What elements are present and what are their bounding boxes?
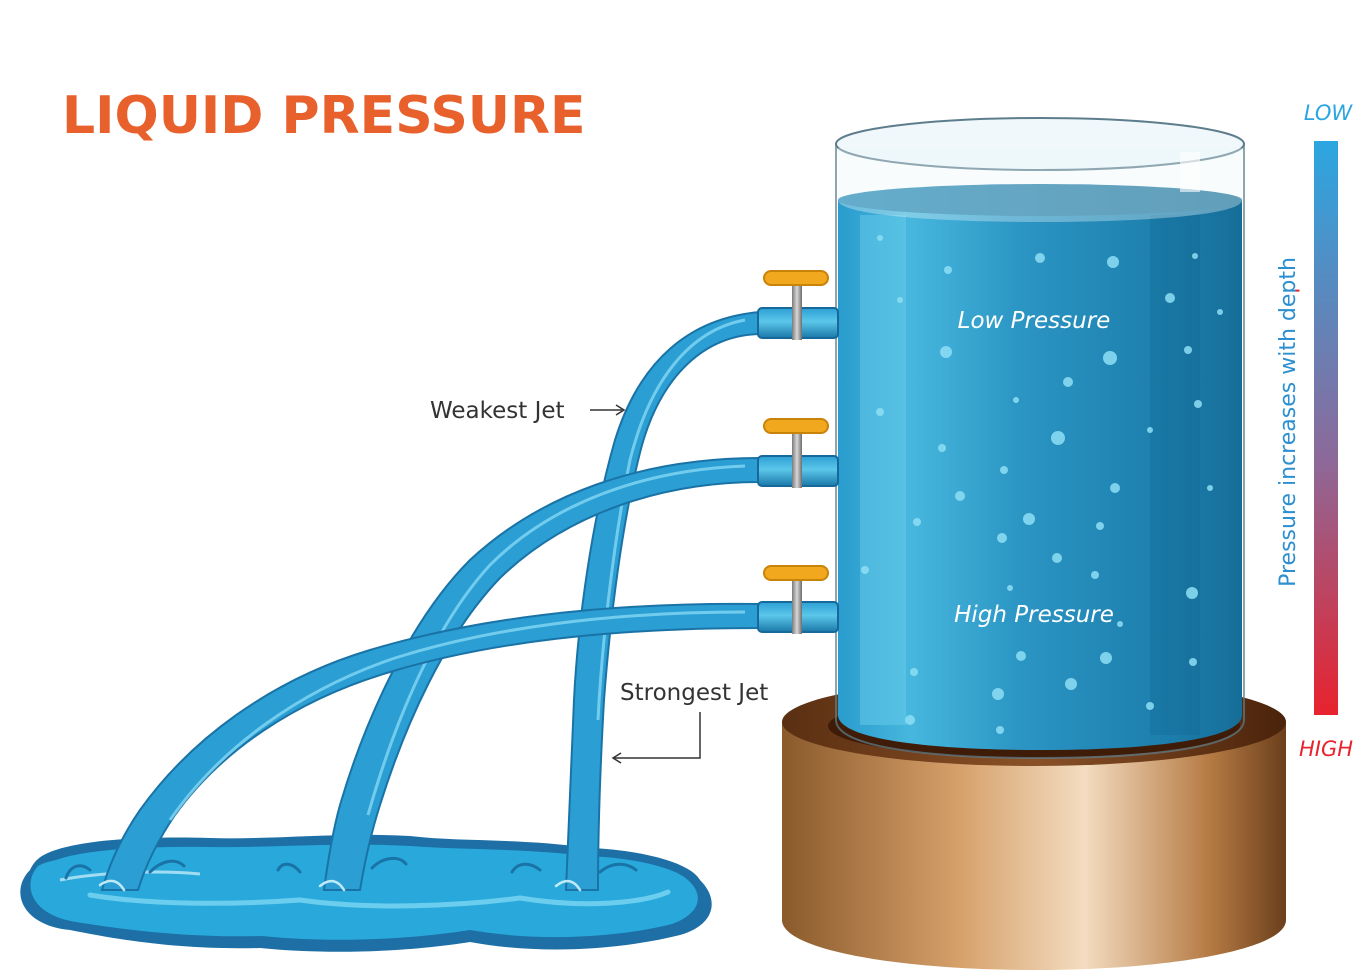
- pressure-scale: LOW HIGH Pressure increases with depth: [1276, 101, 1353, 761]
- weakest-jet-stream: [564, 310, 761, 891]
- outlet-pipe-top[interactable]: [757, 270, 839, 340]
- low-pressure-label: Low Pressure: [958, 308, 1111, 334]
- high-pressure-label: High Pressure: [954, 602, 1114, 628]
- scale-low-label: LOW: [1304, 101, 1354, 125]
- scale-high-label: HIGH: [1299, 737, 1353, 761]
- water-jets: [64, 310, 761, 892]
- valve-icon[interactable]: [763, 565, 829, 581]
- pressure-gradient-bar: [1314, 141, 1338, 715]
- outlet-pipe-middle[interactable]: [757, 418, 839, 488]
- valve-icon[interactable]: [763, 418, 829, 434]
- water-tank: [835, 117, 1245, 760]
- strongest-jet-stream: [100, 602, 761, 891]
- strongest-jet-label: Strongest Jet: [620, 680, 768, 706]
- arrow-right-icon: [590, 404, 626, 416]
- middle-jet-stream: [322, 456, 761, 891]
- page-title: LIQUID PRESSURE: [62, 86, 586, 146]
- outlet-pipe-bottom[interactable]: [757, 565, 839, 634]
- weakest-jet-label: Weakest Jet: [430, 398, 565, 424]
- scale-caption: Pressure increases with depth: [1276, 257, 1301, 587]
- valve-icon[interactable]: [763, 270, 829, 286]
- water-puddle: [20, 834, 712, 952]
- arrow-elbow-left-icon: [611, 712, 701, 764]
